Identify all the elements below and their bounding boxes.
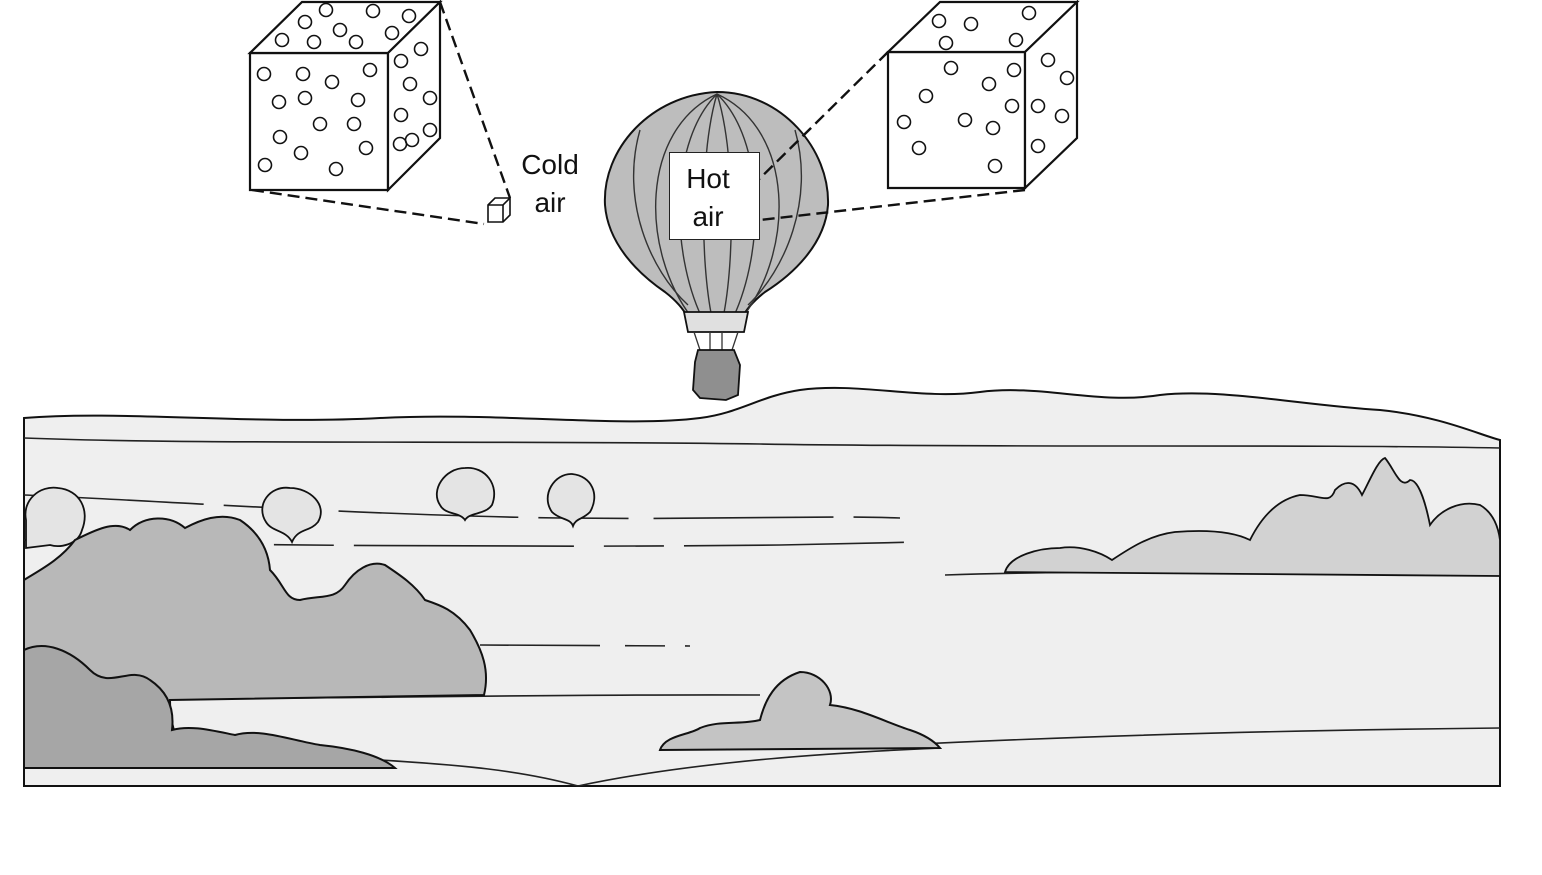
cold-air-sample-icon: [487, 197, 511, 223]
molecule-icon: [365, 3, 381, 19]
right-treeline: [1003, 456, 1501, 577]
molecule-icon: [257, 157, 273, 173]
molecule-icon: [295, 66, 311, 82]
molecule-icon: [422, 122, 438, 138]
molecule-icon: [297, 14, 313, 30]
molecule-icon: [1054, 108, 1070, 124]
tree-icon: [261, 486, 322, 545]
molecule-icon: [413, 41, 429, 57]
molecule-icon: [318, 2, 334, 18]
connector-lines: [251, 1, 1026, 226]
molecule-icon: [346, 116, 362, 132]
molecule-icon: [348, 34, 364, 50]
cube-side: [1023, 0, 1079, 191]
tree-icon: [24, 486, 86, 550]
distant-trees: [24, 467, 596, 550]
molecule-icon: [896, 114, 912, 130]
molecule-icon: [943, 60, 959, 76]
molecule-icon: [985, 120, 1001, 136]
molecule-icon: [1059, 70, 1075, 86]
molecule-icon: [957, 112, 973, 128]
molecule-icon: [931, 13, 947, 29]
molecule-icon: [324, 74, 340, 90]
molecule-icon: [987, 158, 1003, 174]
molecule-icon: [297, 90, 313, 106]
molecule-icon: [1006, 62, 1022, 78]
tree-icon: [435, 467, 496, 522]
molecule-icon: [306, 34, 322, 50]
molecule-icon: [911, 140, 927, 156]
molecule-icon: [402, 76, 418, 92]
cold-air-label-line2: air: [534, 187, 566, 218]
molecule-icon: [272, 129, 288, 145]
molecule-icon: [358, 140, 374, 156]
cold-air-label: Cold air: [510, 146, 590, 222]
molecule-icon: [293, 145, 309, 161]
molecule-icon: [963, 16, 979, 32]
molecule-icon: [918, 88, 934, 104]
molecule-icon: [393, 107, 409, 123]
molecule-icon: [350, 92, 366, 108]
hot-air-label-line1: Hot: [686, 163, 730, 194]
hot-air-label-line2: air: [692, 201, 724, 232]
molecule-icon: [384, 25, 400, 41]
molecule-icon: [1004, 98, 1020, 114]
molecule-icon: [938, 35, 954, 51]
hot-air-label: Hot air: [669, 160, 747, 236]
left-forest: [23, 515, 943, 769]
balloon-skirt: [682, 311, 750, 333]
molecule-icon: [1030, 138, 1046, 154]
molecule-icon: [362, 62, 378, 78]
molecule-icon: [1008, 32, 1024, 48]
cold-air-label-line1: Cold: [521, 149, 579, 180]
basket: [692, 349, 741, 401]
hot-air-label-box: [669, 152, 760, 240]
tree-cluster-dark: [23, 645, 398, 769]
molecule-icon: [256, 66, 272, 82]
molecule-icon: [328, 161, 344, 177]
molecule-icon: [401, 8, 417, 24]
molecule-icon: [274, 32, 290, 48]
molecule-icon: [981, 76, 997, 92]
hot-air-cube: [885, 0, 1080, 191]
molecule-icon: [422, 90, 438, 106]
molecule-icon: [1021, 5, 1037, 21]
molecule-icon: [1040, 52, 1056, 68]
hot-air-molecules: [896, 5, 1075, 174]
molecule-icon: [312, 116, 328, 132]
molecule-icon: [271, 94, 287, 110]
molecule-icon: [332, 22, 348, 38]
tree-icon: [546, 473, 596, 529]
molecule-icon: [393, 53, 409, 69]
molecule-icon: [404, 132, 420, 148]
cold-air-molecules: [256, 2, 438, 177]
hot-air-balloon: [603, 90, 830, 401]
bush: [658, 670, 943, 752]
molecule-icon: [1030, 98, 1046, 114]
